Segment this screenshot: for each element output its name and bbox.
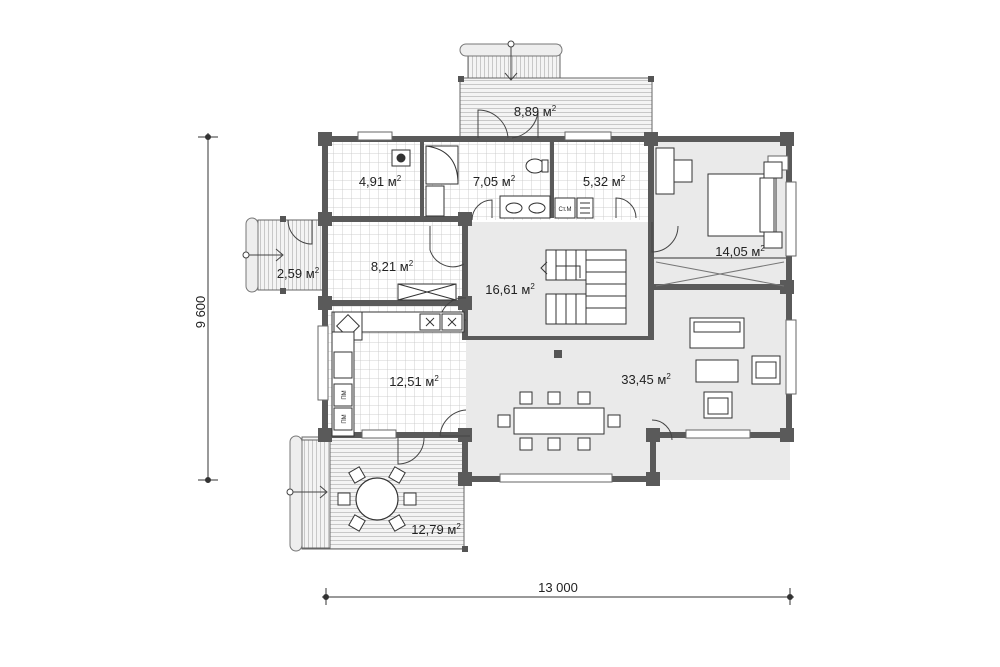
dimension-height: 9 600 bbox=[193, 296, 208, 329]
area-terrace-top: 8,89 м2 bbox=[514, 104, 557, 119]
area-porch-left: 2,59 м2 bbox=[277, 266, 320, 281]
doors bbox=[287, 109, 679, 465]
staircase bbox=[540, 249, 627, 325]
area-kitchen: 12,51 м2 bbox=[389, 374, 439, 389]
area-bedroom: 14,05 м2 bbox=[715, 244, 765, 259]
appliance-label-1: ПМ bbox=[342, 390, 348, 399]
dimension-width: 13 000 bbox=[538, 580, 578, 595]
appliance-label-2: ПМ bbox=[342, 414, 348, 423]
bathroom-fixtures bbox=[499, 158, 551, 219]
utility-fixtures bbox=[391, 145, 459, 217]
area-labels: 8,89 м2 4,91 м2 7,05 м2 5,32 м2 14,05 м2… bbox=[277, 104, 765, 537]
boiler-fixtures bbox=[397, 283, 457, 301]
living-furniture bbox=[689, 317, 781, 419]
washer-label: Ст.М bbox=[558, 207, 571, 213]
kitchen-fixtures bbox=[331, 311, 465, 437]
dimension-lines bbox=[198, 133, 794, 605]
area-boiler-room: 8,21 м2 bbox=[371, 259, 414, 274]
area-terrace-bottom: 12,79 м2 bbox=[411, 522, 461, 537]
dining-set bbox=[497, 391, 621, 451]
area-bathroom: 7,05 м2 bbox=[473, 174, 516, 189]
center-post bbox=[554, 350, 562, 358]
terrace-bottom bbox=[286, 435, 468, 552]
area-hall: 16,61 м2 bbox=[485, 282, 535, 297]
area-utility: 4,91 м2 bbox=[359, 174, 402, 189]
area-living-room: 33,45 м2 bbox=[621, 372, 671, 387]
area-storage: 5,32 м2 bbox=[583, 174, 626, 189]
bedroom-furniture bbox=[654, 147, 786, 287]
terrace-top bbox=[458, 40, 654, 139]
storage-fixtures bbox=[554, 197, 594, 219]
porch-left bbox=[242, 216, 325, 294]
